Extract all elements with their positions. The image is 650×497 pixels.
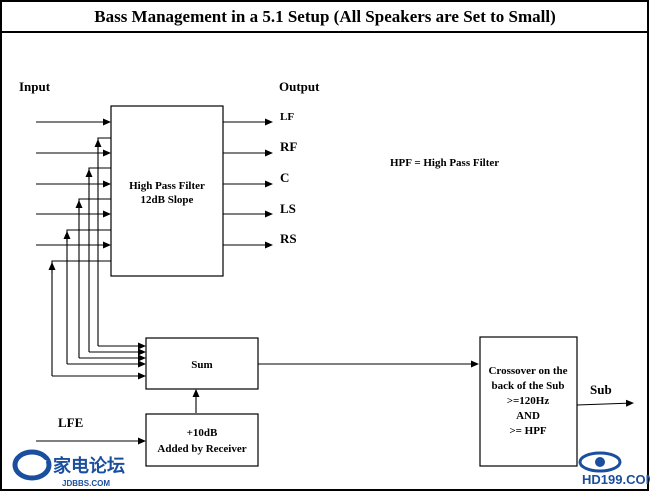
sub-label: Sub bbox=[590, 382, 612, 397]
high-pass-filter-block bbox=[110, 105, 224, 277]
input-label: Input bbox=[19, 79, 51, 94]
jdbbs-logo-swirl-icon bbox=[12, 449, 52, 481]
output-label-rf: RF bbox=[280, 139, 297, 154]
crossover-block bbox=[479, 336, 578, 467]
output-label-c: C bbox=[280, 170, 289, 185]
sum-label: Sum bbox=[191, 359, 212, 371]
hd199-logo-eye-icon bbox=[578, 451, 622, 473]
diagram-title: Bass Management in a 5.1 Setup (All Spea… bbox=[94, 7, 556, 26]
jdbbs-logo-en: JDBBS.COM bbox=[62, 479, 110, 488]
crossover-line-4: AND bbox=[516, 410, 540, 422]
return-line-c bbox=[78, 198, 111, 358]
hpf-line-1: High Pass Filter bbox=[129, 180, 205, 192]
gain-block bbox=[145, 413, 259, 467]
return-line-rf bbox=[88, 167, 111, 352]
hpf-legend: HPF = High Pass Filter bbox=[390, 157, 499, 169]
jdbbs-logo: 家电论坛 JDBBS.COM bbox=[12, 449, 125, 488]
return-line-lf bbox=[97, 137, 111, 346]
jdbbs-logo-cn: 家电论坛 bbox=[53, 455, 125, 476]
hpf-line-2: 12dB Slope bbox=[141, 194, 194, 206]
output-label-rs: RS bbox=[280, 231, 297, 246]
return-top-arrows bbox=[48, 139, 102, 273]
output-label-lf: LF bbox=[280, 111, 294, 123]
crossover-line-5: >= HPF bbox=[509, 425, 547, 437]
crossover-line-3: >=120Hz bbox=[507, 395, 550, 407]
gain-line-1: +10dB bbox=[187, 427, 218, 439]
bass-return-lines bbox=[51, 137, 111, 376]
gain-line-2: Added by Receiver bbox=[157, 443, 246, 455]
return-line-ls bbox=[66, 229, 111, 364]
crossover-line-2: back of the Sub bbox=[491, 380, 564, 392]
sum-input-arrows bbox=[52, 342, 146, 380]
output-label-ls: LS bbox=[280, 201, 296, 216]
return-line-rs bbox=[51, 260, 111, 376]
sum-block bbox=[145, 337, 259, 390]
lfe-label: LFE bbox=[58, 415, 83, 430]
sub-output-arrow bbox=[576, 399, 634, 407]
hd199-logo: HD199.COM bbox=[578, 451, 650, 487]
input-arrows bbox=[36, 118, 111, 249]
output-arrows bbox=[223, 118, 273, 249]
crossover-line-1: Crossover on the bbox=[488, 365, 567, 377]
hd199-logo-text: HD199.COM bbox=[582, 472, 650, 487]
output-label: Output bbox=[279, 79, 320, 94]
